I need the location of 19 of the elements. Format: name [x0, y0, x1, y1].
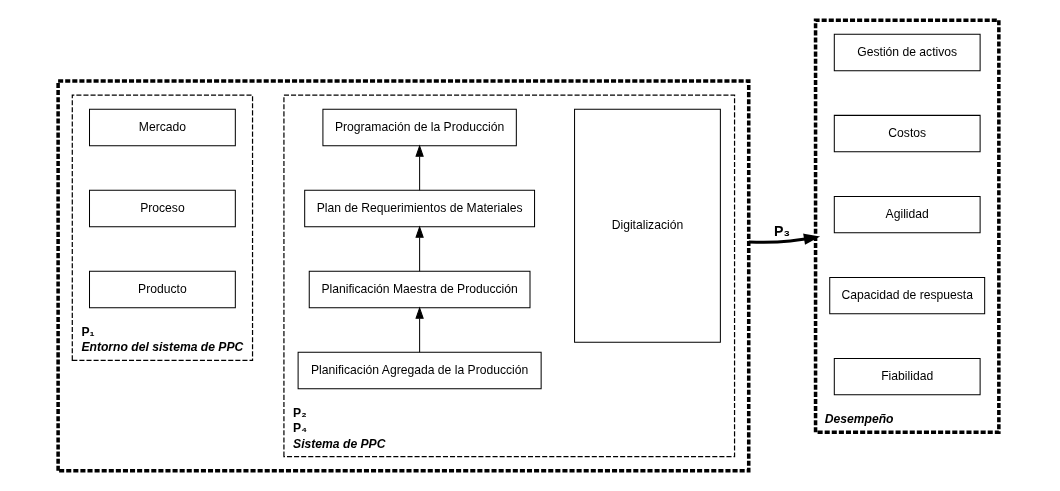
node-box: Gestión de activos — [833, 33, 981, 72]
node-box: Producto — [89, 270, 236, 309]
cluster — [56, 79, 751, 473]
arrow — [748, 233, 821, 245]
node-box: Planificación Agregada de la Producción — [297, 351, 542, 390]
node-box: Capacidad de respuesta — [829, 276, 986, 315]
edge-label: P₃ — [774, 223, 791, 240]
node-box: Costos — [833, 114, 981, 153]
arrow — [415, 306, 424, 353]
node-box: Fiabilidad — [833, 357, 981, 396]
node-box: Digitalización — [574, 108, 721, 343]
node-box: Proceso — [89, 189, 236, 228]
node-box: Planificación Maestra de Producción — [308, 270, 531, 309]
arrow — [415, 225, 424, 272]
node-box: Mercado — [89, 108, 236, 147]
node-box: Agilidad — [833, 195, 981, 234]
arrow — [415, 144, 424, 191]
node-box: Programación de la Producción — [322, 108, 517, 147]
node-box: Plan de Requerimientos de Materiales — [304, 189, 536, 228]
